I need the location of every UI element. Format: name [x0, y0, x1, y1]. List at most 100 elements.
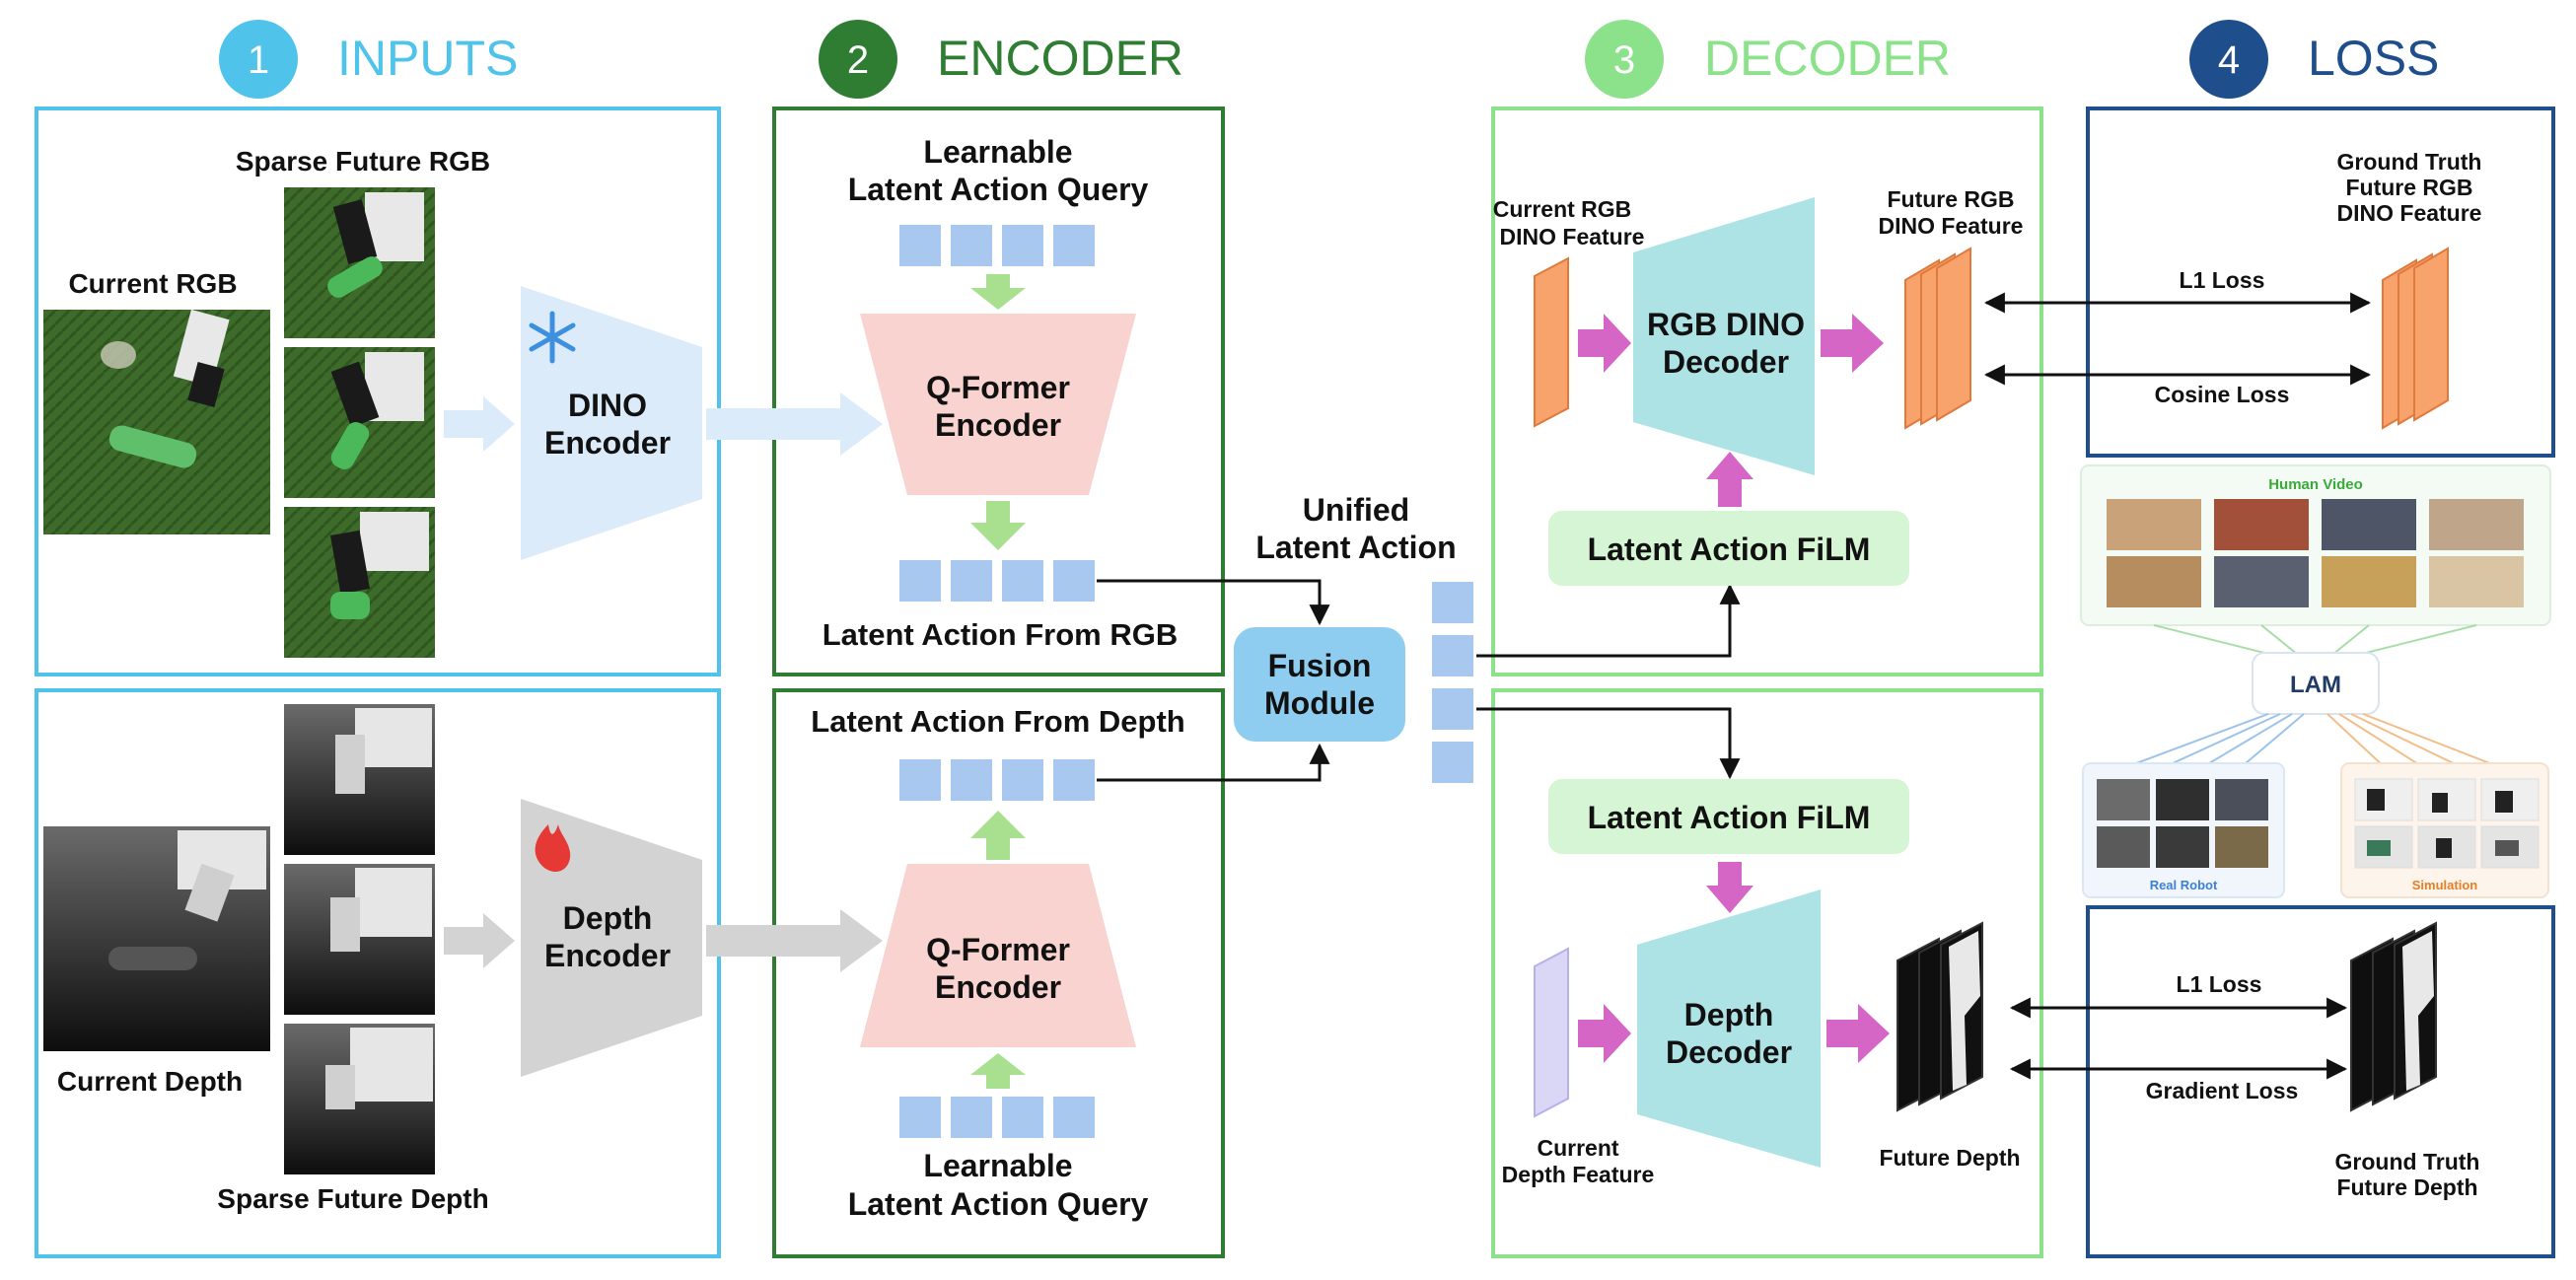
- section-title: LOSS: [2308, 31, 2439, 86]
- latent-depth-to-fusion-connector: [1097, 743, 1330, 782]
- encoder-rgb-panel: [772, 107, 1225, 676]
- qformer-encoder-rgb: [860, 314, 1136, 495]
- current-rgb-feature: [1534, 256, 1569, 428]
- latent-action-tokens-rgb: [899, 560, 1095, 602]
- section-header-inputs: 1 INPUTS: [219, 20, 518, 99]
- current-rgb-feature-label-line2: DINO Feature: [1500, 224, 1645, 249]
- film-to-depth-decoder-arrow: [1706, 862, 1753, 913]
- film-top-label: Latent Action FiLM: [1588, 532, 1871, 567]
- depth-encoder-label-line2: Encoder: [544, 938, 671, 973]
- latent-action-film-bottom: [1548, 779, 1909, 854]
- future-rgb-feature-label-line1: Future RGB: [1887, 186, 2014, 212]
- human-video-label: Human Video: [2268, 476, 2363, 493]
- section-number-circle: [219, 20, 298, 99]
- query-token: [951, 1097, 992, 1138]
- latent-action-rgb-label: Latent Action From RGB: [823, 617, 1179, 652]
- sparse-future-rgb-frames: [284, 187, 435, 658]
- section-number-circle: [2189, 20, 2268, 99]
- loss-depth-panel: [2086, 905, 2555, 1258]
- latent-token: [899, 560, 941, 602]
- current-depth-feature-label-line1: Current: [1537, 1135, 1618, 1161]
- query-to-qformer-arrow-bottom: [970, 1053, 1026, 1089]
- section-number: 4: [2218, 38, 2240, 82]
- unified-latent-tokens: [1432, 582, 1473, 783]
- simulation-thumbnails: [2354, 778, 2540, 869]
- gt-rgb-feature-stack: [2382, 247, 2449, 430]
- snowflake-icon: [529, 311, 576, 364]
- gt-rgb-label-line3: DINO Feature: [2337, 200, 2482, 226]
- dino-encoder: [521, 286, 702, 560]
- lam-label: LAM: [2290, 672, 2341, 698]
- section-number-circle: [1585, 20, 1664, 99]
- rgb-decoder-label-line2: Decoder: [1663, 344, 1789, 380]
- qformer-to-latent-arrow-depth: [970, 811, 1026, 860]
- latent-token: [1053, 759, 1095, 801]
- fusion-module-label-line1: Fusion: [1268, 648, 1372, 683]
- unified-token: [1432, 635, 1473, 676]
- decoder-depth-panel: [1491, 688, 2043, 1258]
- sparse-future-depth-frames: [284, 704, 435, 1174]
- rgb-input-arrow: [444, 396, 515, 452]
- future-depth-frame: [284, 704, 435, 855]
- sparse-future-depth-label: Sparse Future Depth: [217, 1183, 488, 1214]
- depth-decoder: [1637, 889, 1821, 1168]
- current-rgb-label: Current RGB: [68, 268, 237, 299]
- learnable-query-bottom-line1: Learnable: [923, 1148, 1072, 1183]
- learnable-query-tokens-top: [899, 225, 1095, 266]
- unified-token: [1432, 582, 1473, 623]
- section-header-loss: 4 LOSS: [2189, 20, 2439, 99]
- dino-encoder-label-line2: Encoder: [544, 425, 671, 461]
- rgb-decoder-label-line1: RGB DINO: [1647, 307, 1805, 342]
- depth-input-arrow: [444, 913, 515, 968]
- qformer-depth-label-line1: Q-Former: [926, 932, 1070, 967]
- film-to-rgb-decoder-arrow: [1706, 452, 1753, 507]
- gt-rgb-label-line2: Future RGB: [2345, 175, 2472, 200]
- unified-token: [1432, 688, 1473, 730]
- rgb-dino-decoder: [1633, 197, 1815, 475]
- current-rgb-feature-label-line1: Current RGB: [1493, 196, 1632, 222]
- inputs-depth-panel: [35, 688, 721, 1258]
- query-token: [899, 225, 941, 266]
- latent-token: [1053, 560, 1095, 602]
- l1-loss-bottom-label: L1 Loss: [2177, 971, 2262, 997]
- query-token: [1002, 1097, 1043, 1138]
- learnable-query-tokens-bottom: [899, 1097, 1095, 1138]
- fusion-to-film-bottom-connector: [1476, 707, 1741, 780]
- lam-overview: Human Video LAM: [2080, 464, 2551, 898]
- fusion-module: [1234, 627, 1405, 742]
- fusion-to-film-top-connector: [1476, 583, 1741, 658]
- latent-token: [899, 759, 941, 801]
- gt-depth-label-line1: Ground Truth: [2335, 1149, 2480, 1174]
- depth-encoder-label-line1: Depth: [563, 900, 653, 936]
- film-bottom-label: Latent Action FiLM: [1588, 800, 1871, 835]
- section-number: 3: [1613, 38, 1635, 82]
- loss-rgb-panel: [2086, 107, 2555, 458]
- qformer-rgb-label-line1: Q-Former: [926, 370, 1070, 405]
- query-token: [1053, 225, 1095, 266]
- query-token: [1053, 1097, 1095, 1138]
- current-depth-feature: [1534, 947, 1569, 1118]
- sparse-future-rgb-label: Sparse Future RGB: [236, 146, 490, 177]
- future-rgb-feature-stack: [1904, 247, 1971, 430]
- depth-encoder-to-qformer-arrow: [706, 909, 883, 972]
- section-number-circle: [819, 20, 897, 99]
- future-rgb-frame: [284, 507, 435, 658]
- future-rgb-frame: [284, 347, 435, 498]
- future-rgb-frame: [284, 187, 435, 338]
- latent-token: [1002, 560, 1043, 602]
- gt-depth-stack: [2350, 921, 2437, 1112]
- query-token: [899, 1097, 941, 1138]
- future-depth-frame: [284, 864, 435, 1015]
- l1-loss-top-label: L1 Loss: [2180, 267, 2265, 293]
- unified-latent-label-line2: Latent Action: [1255, 530, 1456, 565]
- fusion-module-label-line2: Module: [1264, 685, 1375, 721]
- qformer-encoder-depth: [860, 864, 1136, 1047]
- gt-depth-label-line2: Future Depth: [2336, 1174, 2477, 1200]
- section-title: INPUTS: [337, 31, 518, 86]
- depth-decoder-output-arrow: [1826, 1004, 1890, 1063]
- qformer-rgb-label-line2: Encoder: [935, 407, 1061, 443]
- cosine-loss-label: Cosine Loss: [2155, 382, 2290, 407]
- qformer-depth-label-line2: Encoder: [935, 969, 1061, 1005]
- current-rgb-feature-arrow: [1578, 314, 1631, 373]
